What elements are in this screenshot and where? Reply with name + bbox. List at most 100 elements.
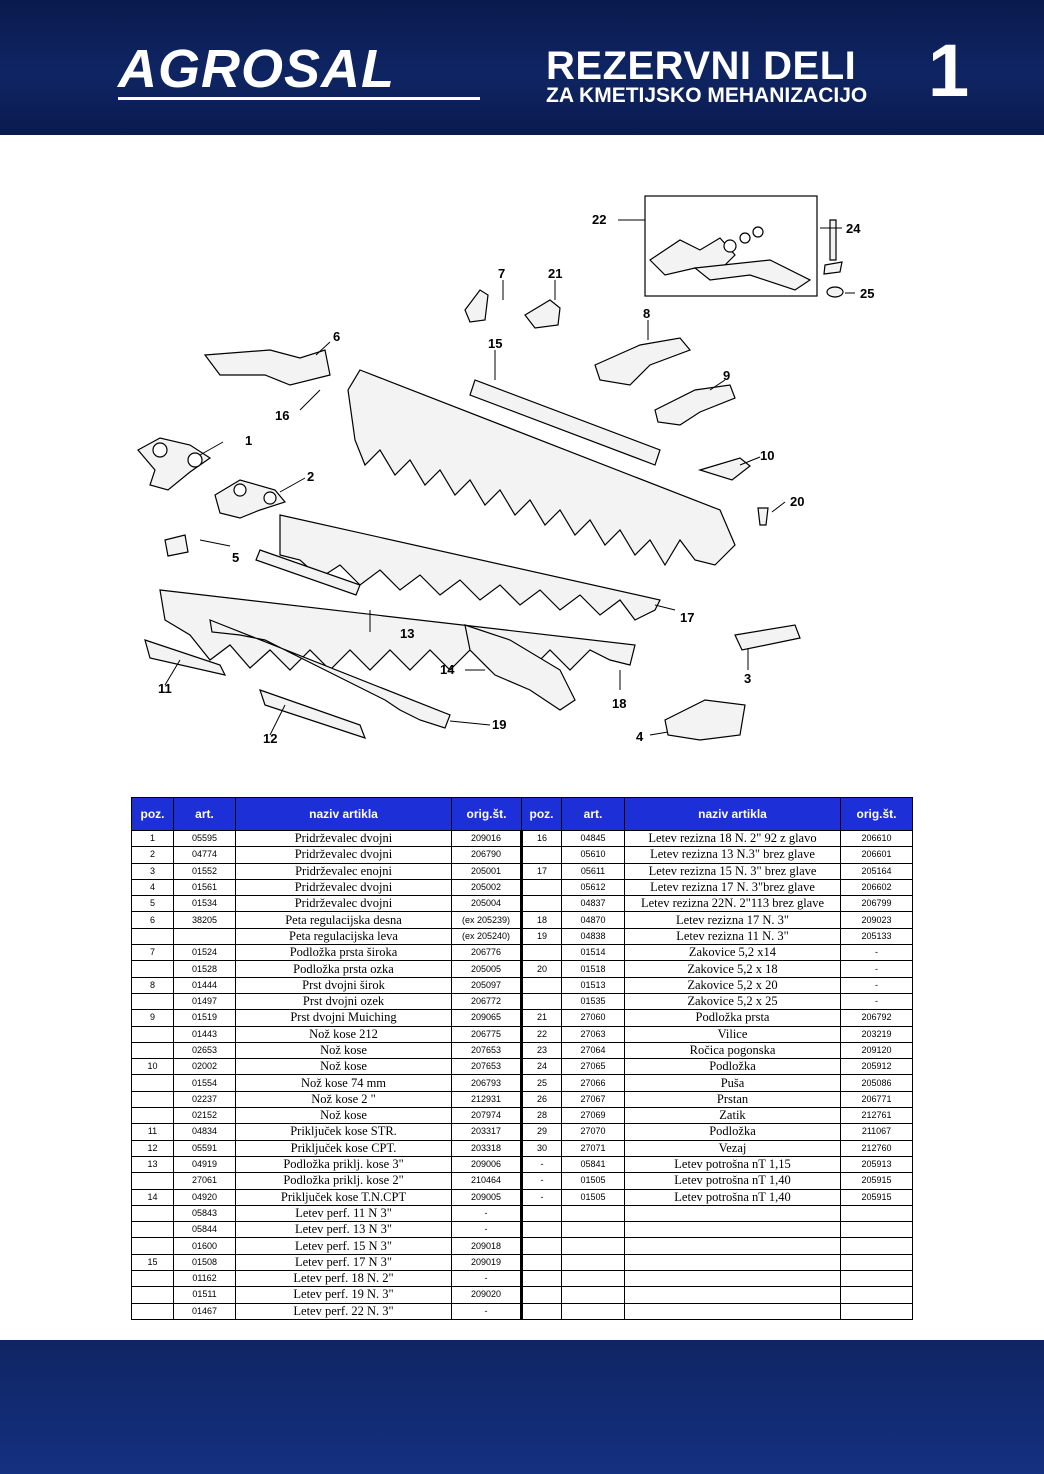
callout-21: 21 <box>548 266 562 281</box>
table-cell-rpoz: - <box>520 1188 562 1206</box>
col-header-naziv: naziv artikla <box>235 797 452 831</box>
table-cell-rpoz <box>520 1204 562 1223</box>
table-cell-lpoz <box>131 1270 174 1288</box>
table-cell-rart: 01505 <box>561 1172 625 1190</box>
table-cell-rart: 04837 <box>561 895 625 913</box>
table-cell-lart: 01528 <box>173 960 236 978</box>
table-cell-lorig: 203318 <box>451 1139 522 1157</box>
table-cell-rorig: 206799 <box>840 895 913 913</box>
table-cell-rart: 01518 <box>561 960 625 978</box>
table-cell-lname: Priključek kose T.N.CPT <box>235 1188 452 1206</box>
table-cell-rpoz <box>520 944 562 962</box>
table-cell-lorig: 205001 <box>451 862 522 880</box>
callout-20: 20 <box>790 494 804 509</box>
table-cell-lpoz <box>131 1041 174 1060</box>
table-cell-lpoz: 10 <box>131 1058 174 1076</box>
table-cell-rname: Ročica pogonska <box>624 1041 841 1060</box>
table-cell-rpoz: - <box>520 1155 562 1174</box>
table-cell-rart: 01513 <box>561 976 625 994</box>
table-cell-lname: Letev perf. 19 N. 3" <box>235 1286 452 1304</box>
table-cell-rname <box>624 1237 841 1255</box>
table-cell-lart: 38205 <box>173 911 236 929</box>
table-cell-rart: 27069 <box>561 1107 625 1125</box>
table-cell-rorig <box>840 1302 913 1320</box>
part-13-strip <box>255 549 361 596</box>
table-cell-rorig: - <box>840 944 913 962</box>
table-cell-lart: 01554 <box>173 1074 236 1092</box>
part-9-finger <box>654 384 736 426</box>
callout-6: 6 <box>333 329 340 344</box>
table-cell-rart: 01514 <box>561 944 625 962</box>
table-cell-lart: 04920 <box>173 1188 236 1206</box>
table-cell-lname: Nož kose 2 " <box>235 1090 452 1109</box>
table-cell-lpoz: 15 <box>131 1253 174 1272</box>
table-cell-rorig: 205086 <box>840 1074 913 1092</box>
part-25-nut <box>826 286 844 298</box>
table-cell-rorig: 205915 <box>840 1172 913 1190</box>
table-cell-rname <box>624 1221 841 1239</box>
table-cell-rart: 27065 <box>561 1058 625 1076</box>
table-cell-lname: Pridrževalec dvojni <box>235 895 452 913</box>
table-cell-rpoz: 24 <box>520 1058 562 1076</box>
table-cell-rpoz <box>520 846 562 864</box>
table-cell-lart: 01534 <box>173 895 236 913</box>
table-cell-lorig: (ex 205239) <box>451 911 522 929</box>
table-cell-lorig: 205097 <box>451 976 522 994</box>
table-cell-rorig <box>840 1221 913 1239</box>
table-cell-lname: Podložka priklj. kose 2" <box>235 1172 452 1190</box>
table-cell-lname: Pridrževalec dvojni <box>235 829 452 848</box>
table-cell-lpoz <box>131 1090 174 1109</box>
table-cell-lname: Prst dvojni Muiching <box>235 1009 452 1027</box>
table-cell-lname: Pridrževalec dvojni <box>235 846 452 864</box>
part-12-connector <box>259 689 367 739</box>
callout-15: 15 <box>488 336 502 351</box>
callout-5: 5 <box>232 550 239 565</box>
table-cell-rpoz <box>520 992 562 1011</box>
table-cell-rpoz <box>520 1237 562 1255</box>
table-cell-lpoz <box>131 1107 174 1125</box>
table-cell-lart: 02152 <box>173 1107 236 1125</box>
callout-10: 10 <box>760 448 774 463</box>
callout-17: 17 <box>680 610 694 625</box>
table-cell-lorig: 206776 <box>451 944 522 962</box>
table-cell-lart: 01467 <box>173 1302 236 1320</box>
table-cell-lorig: - <box>451 1221 522 1239</box>
callout-13: 13 <box>400 626 414 641</box>
col-header-orig-right: orig.št. <box>840 797 913 831</box>
table-cell-rname <box>624 1204 841 1223</box>
table-cell-rart: 05841 <box>561 1155 625 1174</box>
table-cell-lpoz: 12 <box>131 1139 174 1157</box>
part-22-arm <box>693 259 812 291</box>
table-cell-rart: 27070 <box>561 1123 625 1141</box>
table-cell-rpoz: 25 <box>520 1074 562 1092</box>
table-cell-rpoz: 22 <box>520 1025 562 1043</box>
table-cell-rorig <box>840 1204 913 1223</box>
col-header-poz: poz. <box>131 797 174 831</box>
table-cell-lpoz: 9 <box>131 1009 174 1027</box>
table-cell-rname: Puša <box>624 1074 841 1092</box>
table-cell-rname: Zakovice 5,2 x 18 <box>624 960 841 978</box>
table-cell-rart: 27060 <box>561 1009 625 1027</box>
table-cell-lorig: 206772 <box>451 992 522 1011</box>
table-cell-rpoz: - <box>520 1172 562 1190</box>
table-cell-lname: Letev perf. 11 N 3" <box>235 1204 452 1223</box>
brand-logo: AGROSAL <box>118 39 395 99</box>
callout-1: 1 <box>245 433 252 448</box>
table-cell-rart: 01505 <box>561 1188 625 1206</box>
table-cell-rart <box>561 1253 625 1272</box>
page-subtitle: ZA KMETIJSKO MEHANIZACIJO <box>546 84 868 107</box>
table-cell-lname: Letev perf. 18 N. 2" <box>235 1270 452 1288</box>
table-cell-rpoz: 20 <box>520 960 562 978</box>
part-14-connector <box>464 624 576 711</box>
